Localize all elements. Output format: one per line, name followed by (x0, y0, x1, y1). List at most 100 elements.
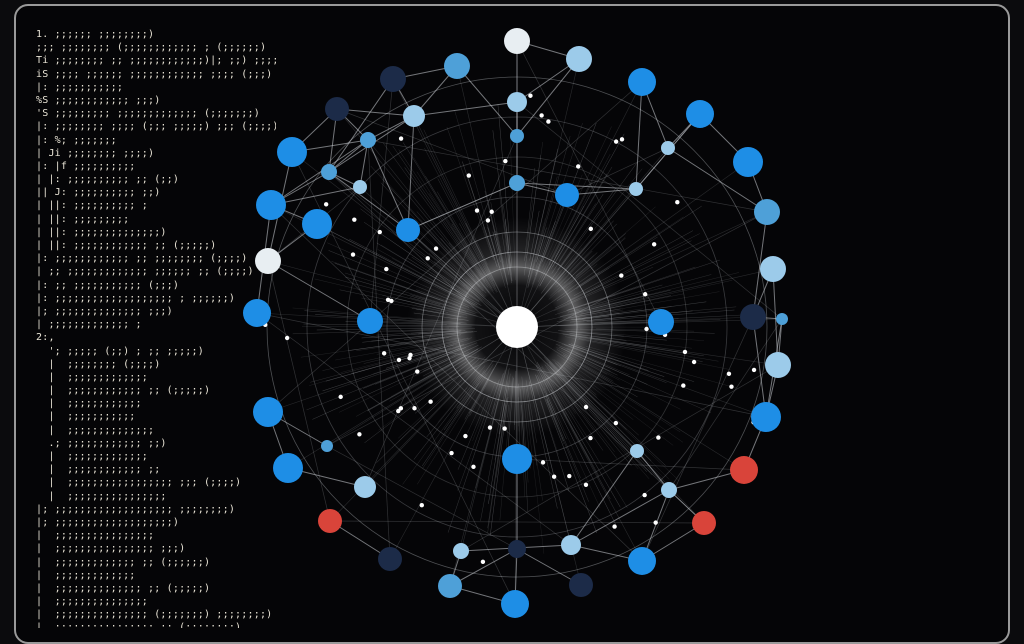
graph-junction-dot (412, 406, 416, 410)
graph-node-white (504, 28, 530, 54)
graph-junction-dot (539, 113, 543, 117)
graph-junction-dot (683, 350, 687, 354)
graph-junction-dot (541, 460, 545, 464)
graph-junction-dot (620, 137, 624, 141)
graph-node-bright-blue (256, 190, 286, 220)
graph-junction-dot (428, 399, 432, 403)
graph-node-navy (325, 97, 349, 121)
graph-junction-dot (614, 421, 618, 425)
graph-junction-dot (397, 358, 401, 362)
graph-edge (268, 261, 330, 521)
graph-node-sky-blue (510, 129, 524, 143)
graph-node-sky-blue (360, 132, 376, 148)
graph-node-light-blue (629, 182, 643, 196)
graph-junction-dot (675, 200, 679, 204)
graph-node-bright-blue (243, 299, 271, 327)
graph-node-sky-blue (321, 164, 337, 180)
graph-node-light-blue (760, 256, 786, 282)
graph-node-bright-blue (253, 397, 283, 427)
graph-junction-dot (614, 139, 618, 143)
graph-junction-dot (382, 351, 386, 355)
graph-junction-dot (488, 425, 492, 429)
graph-node-light-blue (507, 92, 527, 112)
graph-junction-dot (384, 267, 388, 271)
graph-junction-dot (426, 256, 430, 260)
graph-junction-dot (612, 524, 616, 528)
graph-node-light-blue (403, 105, 425, 127)
graph-junction-dot (502, 426, 506, 430)
graph-junction-dot (357, 432, 361, 436)
graph-junction-dot (396, 409, 400, 413)
graph-node-bright-blue (302, 209, 332, 239)
graph-node-light-blue (661, 141, 675, 155)
graph-junction-dot (420, 503, 424, 507)
graph-edge (571, 490, 669, 545)
graph-junction-dot (481, 560, 485, 564)
graph-junction-dot (589, 227, 593, 231)
graph-node-light-blue (566, 46, 592, 72)
graph-node-navy (380, 66, 406, 92)
graph-junction-dot (576, 164, 580, 168)
graph-node-navy (740, 304, 766, 330)
graph-junction-dot (656, 435, 660, 439)
graph-node-red (692, 511, 716, 535)
graph-junction-dot (285, 336, 289, 340)
graph-junction-dot (415, 369, 419, 373)
network-graph (16, 6, 1010, 644)
graph-node-bright-blue (277, 137, 307, 167)
graph-junction-dot (642, 493, 646, 497)
graph-junction-dot (463, 434, 467, 438)
graph-node-light-blue (453, 543, 469, 559)
graph-edge (327, 446, 517, 549)
graph-junction-dot (386, 298, 390, 302)
graph-junction-dot (486, 218, 490, 222)
graph-junction-dot (681, 383, 685, 387)
graph-junction-dot (727, 372, 731, 376)
graph-node-sky-blue (509, 175, 525, 191)
graph-node-sky-blue (754, 199, 780, 225)
graph-junction-dot (471, 465, 475, 469)
graph-node-navy (569, 573, 593, 597)
graph-node-light-blue (630, 444, 644, 458)
graph-junction-dot (584, 405, 588, 409)
graph-junction-dot (408, 353, 412, 357)
graph-junction-dot (378, 230, 382, 234)
graph-junction-dot (567, 474, 571, 478)
graph-node-bright-blue (733, 147, 763, 177)
graph-junction-dot (324, 202, 328, 206)
graph-junction-dot (475, 208, 479, 212)
graph-node-bright-blue (555, 183, 579, 207)
graph-node-white (255, 248, 281, 274)
graph-node-light-blue (353, 180, 367, 194)
graph-junction-dot (399, 136, 403, 140)
graph-node-bright-blue (628, 68, 656, 96)
graph-node-bright-blue (357, 308, 383, 334)
graph-edge (329, 79, 393, 172)
graph-junction-dot (653, 520, 657, 524)
graph-node-bright-blue (502, 444, 532, 474)
graph-center-node (496, 306, 538, 348)
graph-junction-dot (729, 384, 733, 388)
graph-edge (571, 451, 637, 545)
graph-junction-dot (588, 436, 592, 440)
graph-edge (517, 59, 579, 136)
graph-junction-dot (552, 475, 556, 479)
graph-node-navy (378, 547, 402, 571)
graph-junction-dot (449, 451, 453, 455)
graph-junction-dot (752, 368, 756, 372)
graph-node-light-blue (765, 352, 791, 378)
graph-node-sky-blue (438, 574, 462, 598)
graph-junction-dot (584, 483, 588, 487)
graph-node-bright-blue (501, 590, 529, 618)
graph-junction-dot (546, 119, 550, 123)
graph-junction-dot (692, 360, 696, 364)
graph-junction-dot (652, 242, 656, 246)
graph-node-red (318, 509, 342, 533)
graph-junction-dot (352, 217, 356, 221)
graph-edge (368, 140, 390, 559)
graph-junction-dot (490, 210, 494, 214)
graph-node-light-blue (354, 476, 376, 498)
app-window: 1. ;;;;;; ;;;;;;;;);;; ;;;;;;;; (;;;;;;;… (14, 4, 1010, 644)
graph-junction-dot (351, 252, 355, 256)
graph-node-bright-blue (648, 309, 674, 335)
